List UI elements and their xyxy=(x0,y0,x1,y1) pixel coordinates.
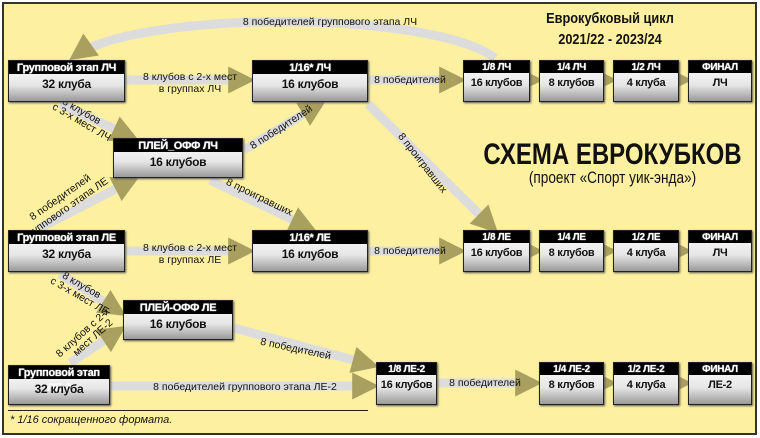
stage-name: Групповой этап ЛЧ xyxy=(9,61,124,74)
stage-box-r8-lc: 1/8 ЛЧ 16 клубов xyxy=(463,60,530,102)
label-po-lc-lose: 8 проигравших xyxy=(224,176,295,219)
stage-name: 1/16* ЛЕ xyxy=(253,231,367,244)
label-lc-win: 8 победителей xyxy=(374,74,446,86)
footer-divider xyxy=(8,410,368,411)
stage-box-r16-le: 1/16* ЛЕ 16 клубов xyxy=(252,230,368,272)
stage-clubs: 8 клубов xyxy=(548,379,595,391)
stage-clubs: 4 клуба xyxy=(626,77,666,89)
stage-clubs: 32 клуба xyxy=(42,247,91,261)
stage-clubs: 16 клубов xyxy=(281,77,339,91)
stage-name: 1/4 ЛЧ xyxy=(540,61,603,73)
stage-clubs: 16 клубов xyxy=(380,379,433,391)
page-title: СХЕМА ЕВРОКУБКОВ xyxy=(483,138,742,171)
label-lc-lose: 8 проигравших xyxy=(395,131,450,196)
stage-clubs: 4 клуба xyxy=(626,247,666,259)
label-le-2nd-2: в группах ЛЕ xyxy=(159,254,222,266)
stage-clubs: 8 клубов xyxy=(548,247,595,259)
label-le2-grp: 8 победителей группового этапа ЛЕ-2 xyxy=(153,381,337,393)
footnote: * 1/16 сокращенного формата. xyxy=(10,414,173,426)
stage-box-f-le2: ФИНАЛ ЛЕ-2 xyxy=(688,362,752,405)
stage-name: ФИНАЛ xyxy=(689,61,751,73)
stage-name: 1/4 ЛЕ-2 xyxy=(540,363,603,375)
stage-name: 1/8 ЛЧ xyxy=(464,61,529,73)
stage-box-qf-lc: 1/4 ЛЧ 8 клубов xyxy=(539,60,604,102)
arrow-le2-2nd xyxy=(67,326,127,367)
stage-clubs: 16 клубов xyxy=(470,247,523,259)
stage-name: 1/2 ЛЕ xyxy=(614,231,678,243)
arrow-le-3rd xyxy=(57,270,127,316)
stage-clubs: ЛЧ xyxy=(712,247,728,259)
stage-name: ФИНАЛ xyxy=(689,363,751,375)
stage-name: Групповой этап ЛЕ xyxy=(9,231,124,244)
arrow-lc-3rd xyxy=(58,99,139,142)
stage-name: 1/16* ЛЧ xyxy=(253,61,367,74)
arrow-lc-lose xyxy=(364,100,499,234)
stage-clubs: 16 клубов xyxy=(281,247,339,261)
stage-box-r16-lc: 1/16* ЛЧ 16 клубов xyxy=(252,60,368,102)
label-po-le-win: 8 победителей xyxy=(259,336,332,363)
stage-box-f-le: ФИНАЛ ЛЧ xyxy=(688,230,752,272)
stage-clubs: 16 клубов xyxy=(470,77,523,89)
stage-name: 1/4 ЛЕ xyxy=(540,231,603,243)
stage-box-qf-le: 1/4 ЛЕ 8 клубов xyxy=(539,230,604,272)
stage-box-po-le: ПЛЕЙ-ОФФ ЛЕ 16 клубов xyxy=(123,300,233,340)
stage-box-f-lc: ФИНАЛ ЛЧ xyxy=(688,60,752,102)
label-lc-2nd: 8 клубов с 2-х мест xyxy=(143,71,237,83)
stage-name: Групповой этап ЛЕ-2 xyxy=(9,366,109,394)
stage-name: ПЛЕЙ_ОФФ ЛЧ xyxy=(114,139,242,152)
stage-clubs: 16 клубов xyxy=(149,155,207,169)
stage-clubs: 4 клуба xyxy=(626,379,666,391)
stage-box-sf-le: 1/2 ЛЕ 4 клуба xyxy=(613,230,679,272)
stage-clubs: 32 клуба xyxy=(42,77,91,91)
cycle-years: 2021/22 - 2023/24 xyxy=(558,31,662,48)
stage-clubs: 32 клуба xyxy=(34,382,84,396)
stage-name: ФИНАЛ xyxy=(689,231,751,243)
label-le-win: 8 победителей xyxy=(374,245,446,257)
stage-box-group-le: Групповой этап ЛЕ 32 клуба xyxy=(8,230,125,272)
stage-box-qf-le2: 1/4 ЛЕ-2 8 клубов xyxy=(539,362,604,405)
cycle-title: Еврокубковый цикл xyxy=(546,10,674,27)
label-po-lc-win: 8 победителей xyxy=(248,103,315,152)
stage-box-po-lc: ПЛЕЙ_ОФФ ЛЧ 16 клубов xyxy=(113,138,243,178)
stage-clubs: 8 клубов xyxy=(548,77,595,89)
label-top-arc: 8 победителей группового этапа ЛЧ xyxy=(243,16,417,28)
label-le2-win: 8 победителей xyxy=(449,377,521,389)
arrow-top-arc xyxy=(69,17,498,62)
stage-clubs: ЛЕ-2 xyxy=(708,379,732,391)
stage-name: 1/2 ЛЧ xyxy=(614,61,678,73)
arrow-po-le-win xyxy=(232,323,379,373)
stage-name: ПЛЕЙ-ОФФ ЛЕ xyxy=(124,301,232,314)
stage-box-sf-lc: 1/2 ЛЧ 4 клуба xyxy=(613,60,679,102)
arrow-le-grp-win xyxy=(37,176,140,232)
stage-name: 1/8 ЛЕ xyxy=(464,231,529,243)
arrow-po-lc-lose xyxy=(208,175,317,233)
stage-name: 1/2 ЛЕ-2 xyxy=(614,363,678,375)
stage-box-sf-le2: 1/2 ЛЕ-2 4 клуба xyxy=(613,362,679,405)
stage-box-r8-le: 1/8 ЛЕ 16 клубов xyxy=(463,230,530,272)
page-subtitle: (проект «Спорт уик-энда») xyxy=(528,168,697,187)
stage-clubs: 16 клубов xyxy=(149,317,207,331)
stage-name: 1/8 ЛЕ-2 xyxy=(377,363,436,375)
label-lc-2nd-2: в группах ЛЧ xyxy=(159,83,222,95)
stage-box-group-lc: Групповой этап ЛЧ 32 клуба xyxy=(8,60,125,102)
arrow-po-lc-win xyxy=(241,100,327,154)
stage-clubs: ЛЧ xyxy=(712,77,728,89)
label-le-2nd: 8 клубов с 2-х мест xyxy=(143,242,237,254)
stage-box-r8-le2: 1/8 ЛЕ-2 16 клубов xyxy=(376,362,437,405)
